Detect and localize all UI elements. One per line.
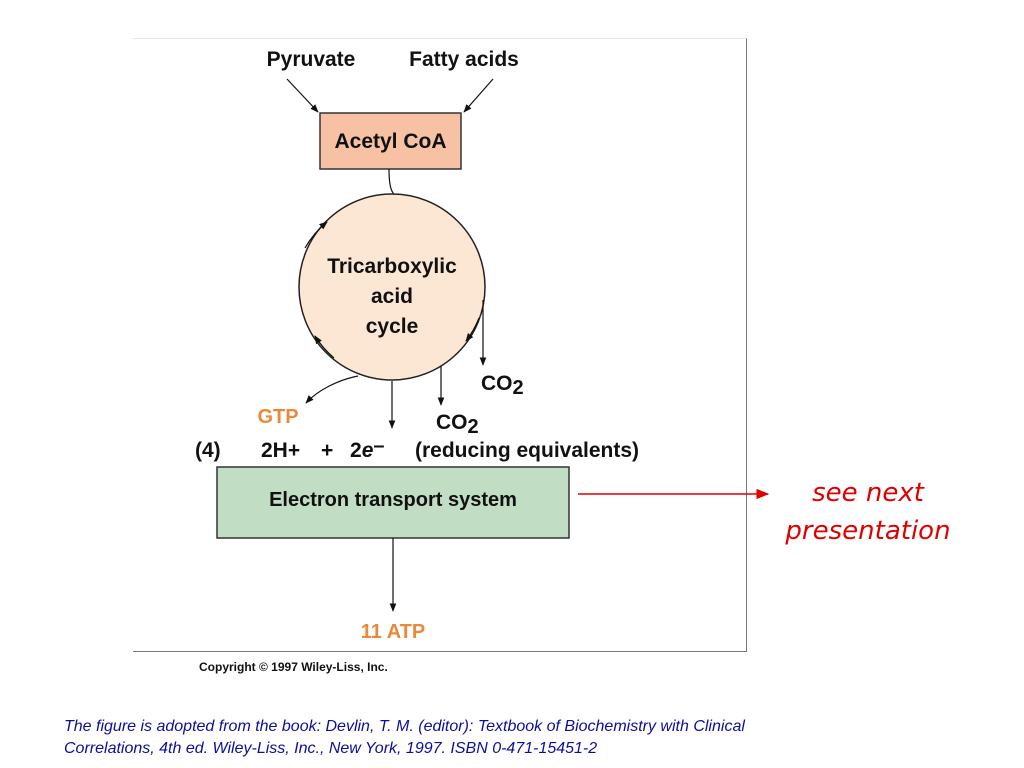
cycle-arrow-upper-left	[304, 221, 328, 249]
co2-label-right: CO2	[481, 372, 524, 399]
acetyl-coa-label: Acetyl CoA	[334, 130, 446, 153]
pyruvate-arrow	[286, 78, 319, 113]
electron-transport-box	[216, 466, 570, 539]
note-line-1: see next	[812, 478, 924, 508]
tca-label-line2: acid	[371, 285, 413, 308]
caption-line-2: Correlations, 4th ed. Wiley-Liss, Inc., …	[64, 740, 598, 757]
protons-label: 2H+	[261, 439, 300, 462]
electron-transport-label: Electron transport system	[269, 489, 517, 511]
copyright-text: Copyright © 1997 Wiley-Liss, Inc.	[199, 660, 388, 674]
pyruvate-label: Pyruvate	[267, 48, 356, 71]
tca-cycle-circle	[298, 193, 486, 381]
atp-label: 11 ATP	[361, 621, 425, 643]
caption-line-1: The figure is adopted from the book: Dev…	[64, 718, 745, 735]
co2-label-middle: CO2	[436, 411, 479, 438]
tca-label-line3: cycle	[366, 315, 419, 338]
gtp-arrow	[305, 375, 359, 404]
cycle-arrow-lower-right	[465, 317, 480, 342]
reducing-equivalents-label: (reducing equivalents)	[415, 439, 639, 462]
fatty-acids-label: Fatty acids	[409, 48, 519, 71]
fatty-acids-arrow	[463, 78, 494, 113]
electrons-label: 2e–	[350, 435, 385, 462]
cycle-arrow-lower-left	[314, 335, 335, 359]
acetyl-coa-box	[319, 112, 462, 170]
figure-frame	[133, 38, 747, 652]
source-caption: The figure is adopted from the book: Dev…	[64, 716, 964, 760]
tca-label-line1: Tricarboxylic	[327, 255, 457, 278]
note-line-2: presentation	[785, 516, 951, 546]
gtp-label: GTP	[257, 406, 298, 428]
see-next-presentation-note: see next presentation	[768, 474, 968, 550]
reducing-count: (4)	[195, 439, 221, 462]
plus-sign: +	[321, 439, 333, 462]
